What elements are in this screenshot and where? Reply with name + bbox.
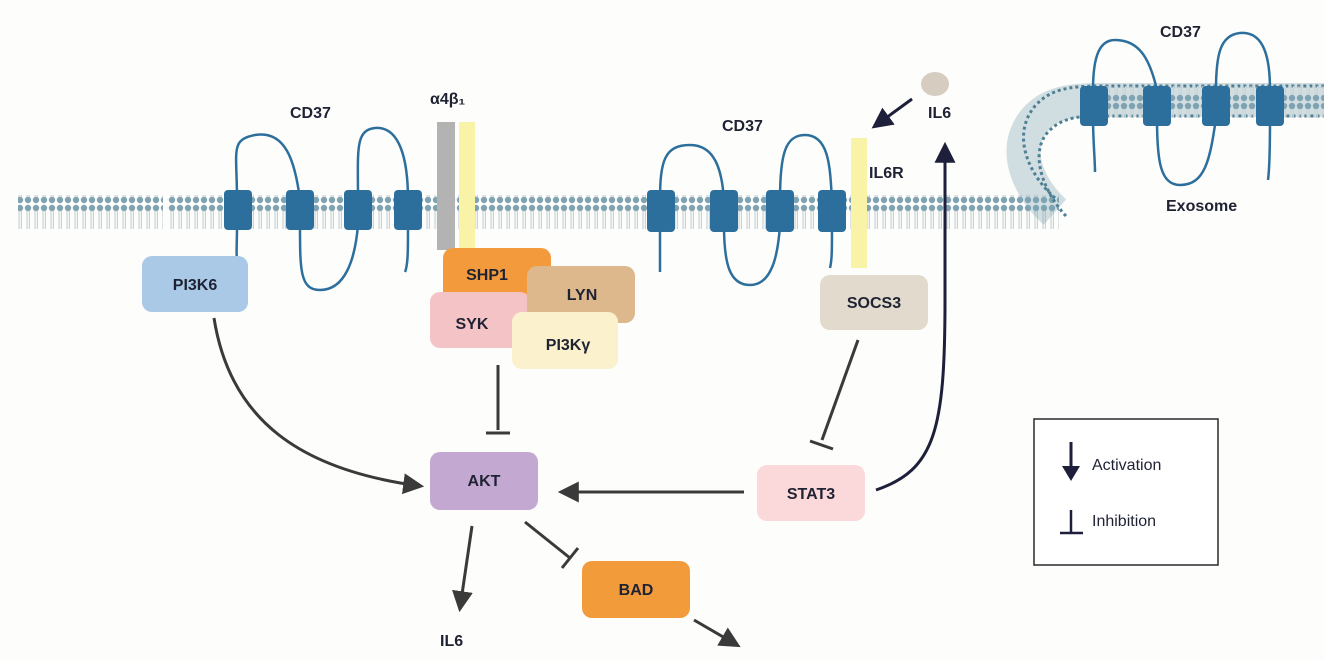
edge-akt-il6 <box>452 525 474 613</box>
legend-inhibition-label: Inhibition <box>1092 513 1156 530</box>
node-pi3k6: PI3K6 <box>142 256 248 312</box>
node-il6-output-label: IL6 <box>440 633 463 650</box>
node-bad: BAD <box>582 561 690 618</box>
node-pi3k6-label: PI3K6 <box>173 277 218 294</box>
il6r-label: IL6R <box>869 165 904 182</box>
node-stat3: STAT3 <box>757 465 865 521</box>
edge-pi3k6-akt <box>212 317 425 495</box>
node-bad-label: BAD <box>619 582 654 599</box>
node-syk: SYK <box>430 292 530 348</box>
il6-ligand-label: IL6 <box>928 105 951 122</box>
node-syk-label: SYK <box>456 316 489 333</box>
legend-activation-icon <box>1062 442 1080 481</box>
node-socs3: SOCS3 <box>820 275 928 330</box>
il6-ligand-circle <box>921 72 949 96</box>
node-shp1: SHP1 <box>443 248 551 302</box>
legend: Activation Inhibition <box>1033 418 1219 566</box>
edge-akt-bad-bar <box>560 547 580 569</box>
node-pi3ky: PI3Kγ <box>512 312 618 369</box>
edges <box>212 97 956 648</box>
cd37-exosome-label: CD37 <box>1160 24 1201 41</box>
node-lyn-label: LYN <box>567 287 598 304</box>
node-stat3-label: STAT3 <box>787 486 835 503</box>
node-socs3-label: SOCS3 <box>847 295 901 312</box>
legend-inhibition-icon <box>1060 510 1083 535</box>
edge-bad-out <box>693 618 741 648</box>
integrin-alpha4beta1 <box>437 122 475 250</box>
integrin-label: α4β₁ <box>430 91 466 108</box>
cd37-mid-domains <box>647 190 846 232</box>
cd37-left-label: CD37 <box>290 105 331 122</box>
il6r-receptor <box>851 138 867 268</box>
edge-stat3-il6 <box>875 141 956 492</box>
edge-socs3-stat3-inhibit <box>820 339 860 441</box>
node-akt-label: AKT <box>468 473 501 490</box>
exosome-label: Exosome <box>1166 198 1237 215</box>
node-pi3ky-label: PI3Kγ <box>546 337 591 354</box>
edge-socs3-stat3-bar <box>809 439 834 451</box>
cd37-mid-label: CD37 <box>722 118 763 135</box>
node-shp1-label: SHP1 <box>466 267 508 284</box>
legend-activation-label: Activation <box>1092 457 1161 474</box>
edge-il6-il6r <box>871 97 913 129</box>
cd37-left-domains <box>224 190 422 230</box>
cd37-mid-protein <box>658 133 834 287</box>
edge-akt-bad-inhibit <box>524 520 571 560</box>
cd37-exosome-domains <box>1080 86 1284 126</box>
node-akt: AKT <box>430 452 538 510</box>
node-lyn: LYN <box>527 266 635 323</box>
